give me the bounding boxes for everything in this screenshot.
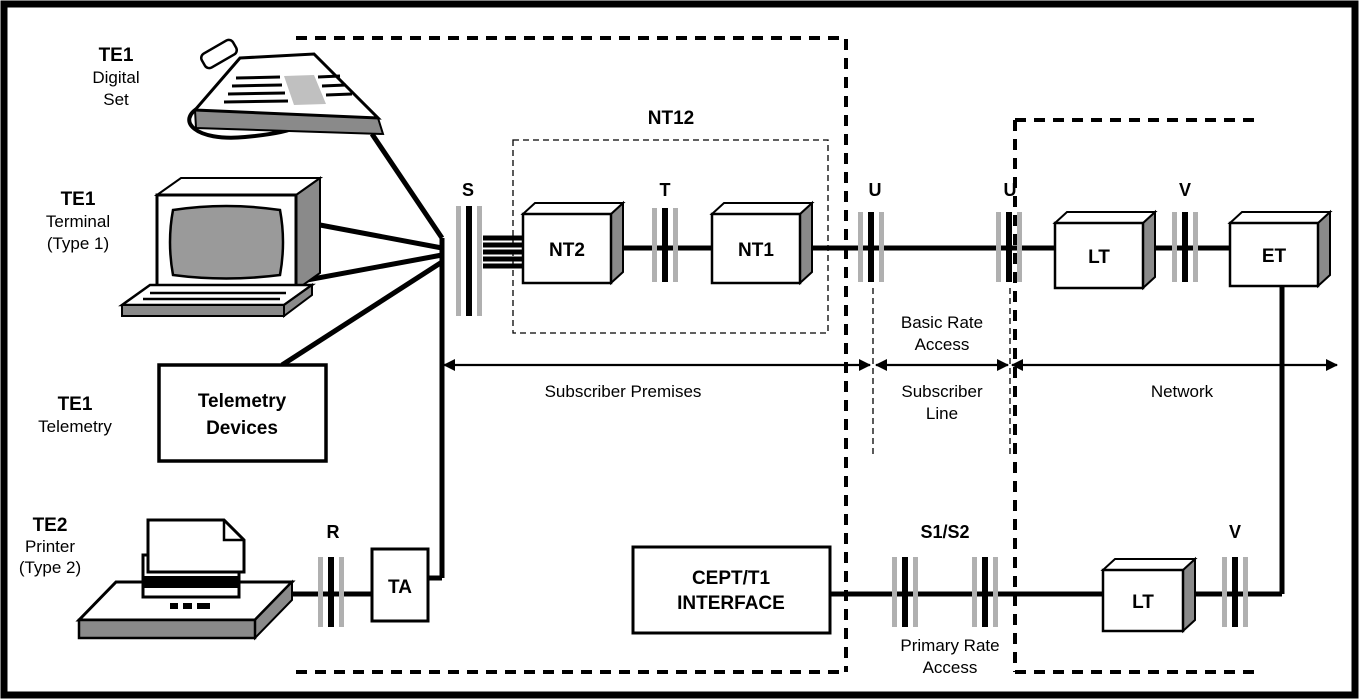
digital-set-name-line2: Set xyxy=(103,90,129,109)
network-border xyxy=(1013,118,1260,674)
digital-set-icon xyxy=(187,38,385,140)
printer-name-line1: Printer xyxy=(25,537,75,556)
primary-rate-line1: Primary Rate xyxy=(900,636,999,655)
lt-bottom-box: LT xyxy=(1100,556,1198,634)
ref-point-s1s2-right xyxy=(972,557,998,627)
digital-set-name-line1: Digital xyxy=(92,68,139,87)
subscriber-line-line1: Subscriber xyxy=(901,382,983,401)
ref-t-label: T xyxy=(660,180,671,200)
ref-v-bottom-label: V xyxy=(1229,522,1241,542)
ref-v-top-label: V xyxy=(1179,180,1191,200)
ref-point-v-bottom xyxy=(1222,557,1248,627)
terminal-name-line1: Terminal xyxy=(46,212,110,231)
cept-t1-interface-box: CEPT/T1 INTERFACE xyxy=(631,545,832,635)
cept-label-line2: INTERFACE xyxy=(677,593,785,614)
ref-r-label: R xyxy=(327,522,340,542)
ref-u-left-label: U xyxy=(869,180,882,200)
terminal-icon xyxy=(118,176,324,318)
network-label: Network xyxy=(1151,382,1214,401)
ref-point-s xyxy=(456,206,482,316)
cept-label-line1: CEPT/T1 xyxy=(692,568,771,589)
nt12-label: NT12 xyxy=(648,108,694,129)
lt-top-box: LT xyxy=(1052,209,1158,291)
basic-rate-line1: Basic Rate xyxy=(901,313,983,332)
terminal-type-label: TE1 xyxy=(61,189,96,210)
et-box: ET xyxy=(1227,209,1333,289)
terminal-name-line2: (Type 1) xyxy=(47,234,109,253)
ref-point-t xyxy=(652,208,678,282)
lt-top-label: LT xyxy=(1088,247,1110,268)
nt2-label: NT2 xyxy=(549,240,585,261)
ref-point-s1s2-left xyxy=(892,557,918,627)
premises-border xyxy=(296,36,848,674)
telemetry-devices-line2: Devices xyxy=(206,418,278,439)
ref-s-label: S xyxy=(462,180,474,200)
ref-point-r xyxy=(318,557,344,627)
ref-point-v-top xyxy=(1172,212,1198,282)
printer-icon xyxy=(75,518,296,641)
ref-point-u-right xyxy=(996,212,1022,282)
nt1-box: NT1 xyxy=(709,200,815,286)
ta-label: TA xyxy=(388,577,412,598)
subscriber-premises-label: Subscriber Premises xyxy=(545,382,702,401)
subscriber-line-line2: Line xyxy=(926,404,958,423)
lt-bottom-label: LT xyxy=(1132,592,1154,613)
nt12-border xyxy=(512,139,829,334)
printer-type-label: TE2 xyxy=(33,515,68,536)
telemetry-name-line1: Telemetry xyxy=(38,417,112,436)
ref-u-right-label: U xyxy=(1004,180,1017,200)
telemetry-type-label: TE1 xyxy=(58,394,93,415)
telemetry-devices-line1: Telemetry xyxy=(198,391,287,412)
basic-rate-line2: Access xyxy=(915,335,970,354)
ref-s1s2-label: S1/S2 xyxy=(920,522,969,542)
nt2-box: NT2 xyxy=(520,200,626,286)
primary-rate-line2: Access xyxy=(923,658,978,677)
ref-point-u-left xyxy=(858,212,884,282)
nt1-label: NT1 xyxy=(738,240,774,261)
region-borders xyxy=(296,36,1260,674)
digital-set-type-label: TE1 xyxy=(99,45,134,66)
telemetry-devices-box: Telemetry Devices xyxy=(157,363,328,463)
ta-box: TA xyxy=(370,547,430,623)
printer-name-line2: (Type 2) xyxy=(19,558,81,577)
et-label: ET xyxy=(1262,246,1287,267)
